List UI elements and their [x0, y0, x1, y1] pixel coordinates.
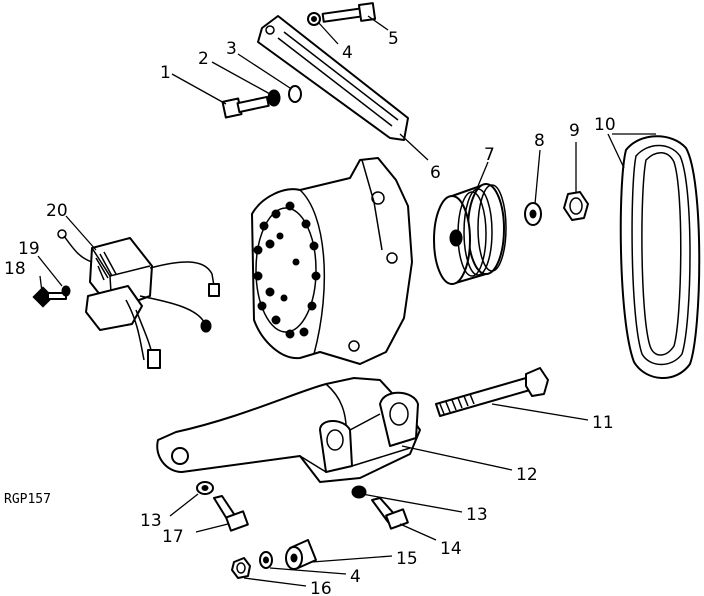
- callout-16: 16: [310, 579, 332, 596]
- callout-8: 8: [534, 131, 545, 151]
- v-belt: [619, 135, 701, 379]
- lock-washer-13-right: [351, 485, 367, 499]
- voltage-regulator: [57, 229, 220, 369]
- spacer-15: [285, 539, 317, 570]
- alternator-vents: [253, 201, 321, 339]
- nut-16: [231, 557, 251, 579]
- callout-15: 15: [396, 549, 418, 569]
- bolt-17: [213, 495, 249, 532]
- bolt-14: [371, 497, 409, 530]
- lock-washer-13-left: [196, 481, 214, 495]
- callout-18: 18: [4, 259, 26, 279]
- pulley: [433, 183, 507, 285]
- strap-bolt: [321, 2, 377, 23]
- pulley-nut: [563, 191, 589, 221]
- callout-2: 2: [198, 49, 209, 69]
- callout-9: 9: [569, 121, 580, 141]
- callout-12: 12: [516, 465, 538, 485]
- mounting-bracket: [156, 377, 421, 483]
- callout-labels: 1 2 3 4 5 6 7 8 9 10 11 12 13 14 15 4 16…: [4, 29, 616, 596]
- callout-19: 19: [18, 239, 40, 259]
- callout-7: 7: [484, 145, 495, 165]
- callout-13-right: 13: [466, 505, 488, 525]
- callout-3: 3: [226, 39, 237, 59]
- mounting-bolt: [221, 95, 270, 119]
- callout-14: 14: [440, 539, 462, 559]
- flat-washer: [288, 85, 302, 103]
- callout-5: 5: [388, 29, 399, 49]
- strap-washer: [307, 12, 321, 26]
- regulator-washer: [61, 285, 71, 297]
- pulley-lock-washer: [524, 202, 542, 226]
- figure-reference: RGP157: [4, 492, 51, 507]
- callout-17: 17: [162, 527, 184, 547]
- alternator: [251, 157, 413, 365]
- callout-4-top: 4: [342, 43, 353, 63]
- callout-11: 11: [592, 413, 614, 433]
- callout-6: 6: [430, 163, 441, 183]
- adjusting-strap: [257, 15, 409, 141]
- callout-13-left: 13: [140, 511, 162, 531]
- callout-20: 20: [46, 201, 68, 221]
- callout-1: 1: [160, 63, 171, 83]
- pivot-bolt: [435, 367, 549, 417]
- regulator-screw: [32, 286, 67, 308]
- lock-washer: [267, 89, 281, 107]
- callout-10: 10: [594, 115, 616, 135]
- callout-4-bottom: 4: [350, 567, 361, 587]
- leader-lines: [37, 15, 656, 587]
- washer-4-bottom: [259, 551, 273, 569]
